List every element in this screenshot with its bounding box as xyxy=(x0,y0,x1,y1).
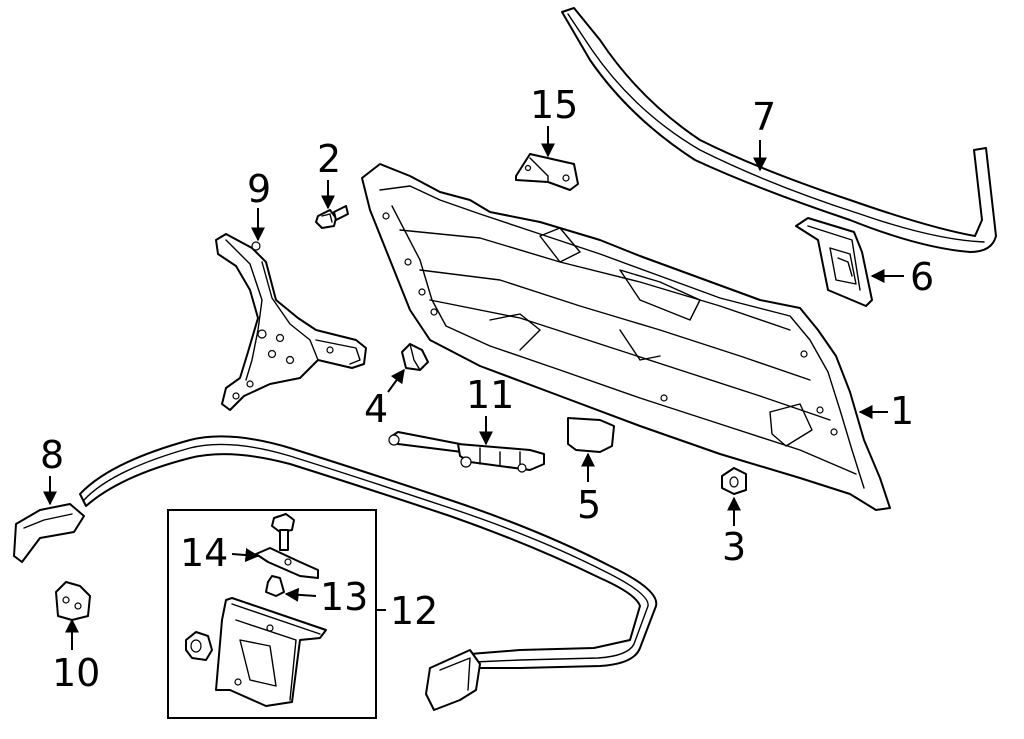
callout-2: 2 xyxy=(317,137,341,181)
part-4-bumper xyxy=(401,343,429,371)
callout-8: 8 xyxy=(40,433,64,477)
callout-6: 6 xyxy=(910,255,934,299)
callout-12: 12 xyxy=(390,589,438,633)
callout-11: 11 xyxy=(466,373,514,417)
part-11-lift-strut xyxy=(388,431,545,473)
part-15-bracket xyxy=(515,153,579,191)
callout-14: 14 xyxy=(180,531,228,575)
part-2-bolt xyxy=(315,205,349,229)
part-7-weatherstrip-upper xyxy=(561,7,997,253)
callout-1: 1 xyxy=(890,389,914,433)
part-12-assembly-box xyxy=(167,509,377,719)
part-9-hinge xyxy=(215,233,367,411)
part-14-bracket-with-bolt xyxy=(255,513,319,579)
part-13-nut xyxy=(265,575,285,597)
callout-15: 15 xyxy=(530,83,578,127)
callout-7: 7 xyxy=(752,95,776,139)
part-1-liftgate-panel xyxy=(361,163,891,511)
leader-14 xyxy=(231,548,260,563)
callout-labels: 1 2 3 4 5 6 7 8 9 10 11 12 13 14 15 xyxy=(40,83,934,695)
part-8-weatherstrip-lower xyxy=(13,435,658,711)
part-10-clip xyxy=(55,581,91,621)
leader-lines xyxy=(43,126,904,650)
callout-5: 5 xyxy=(577,483,601,527)
callout-4: 4 xyxy=(364,387,388,431)
callout-10: 10 xyxy=(52,651,100,695)
leader-4 xyxy=(387,368,405,393)
callout-3: 3 xyxy=(722,525,746,569)
callout-13: 13 xyxy=(320,575,368,619)
part-3-grommet xyxy=(721,467,747,495)
part-5-cover xyxy=(567,417,615,453)
callout-9: 9 xyxy=(247,167,271,211)
leader-13 xyxy=(284,587,317,602)
part-6-latch xyxy=(795,217,873,307)
